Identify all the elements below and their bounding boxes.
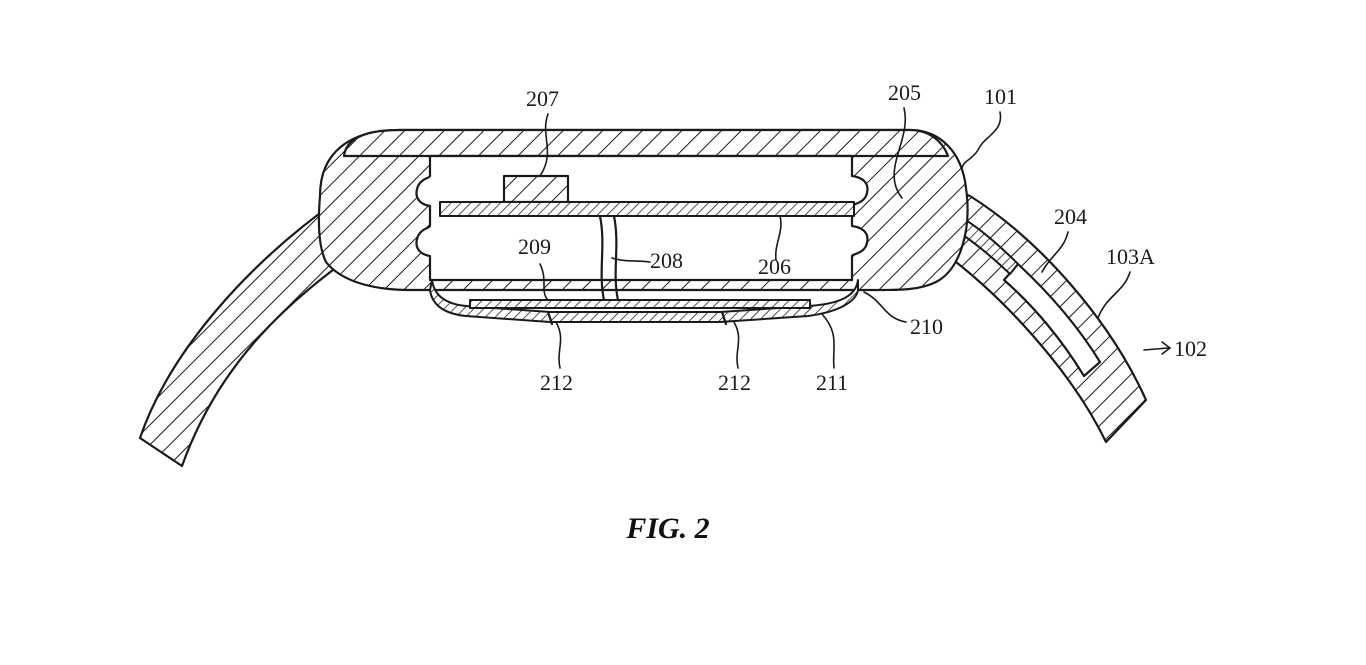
label-207: 207 [526,86,559,111]
label-205: 205 [888,80,921,105]
label-210: 210 [910,314,943,339]
label-208: 208 [650,248,683,273]
leader-103a [1098,272,1130,318]
leader-210 [864,292,906,322]
cover-glass [344,130,948,156]
label-101: 101 [984,84,1017,109]
leader-102 [1144,342,1170,354]
leader-101 [962,112,1001,168]
label-212a: 212 [540,370,573,395]
component-207 [504,176,568,202]
leader-212a [556,322,561,368]
sensor-plate-209 [470,300,810,308]
figure-caption: FIG. 2 [625,512,709,545]
label-206: 206 [758,254,791,279]
label-102: 102 [1174,336,1207,361]
circuit-board-206 [440,202,854,216]
label-212b: 212 [718,370,751,395]
label-209: 209 [518,234,551,259]
label-103a: 103A [1106,244,1155,269]
leader-212b [734,322,739,368]
label-211: 211 [816,370,848,395]
label-204: 204 [1054,204,1087,229]
leader-211 [822,314,834,368]
